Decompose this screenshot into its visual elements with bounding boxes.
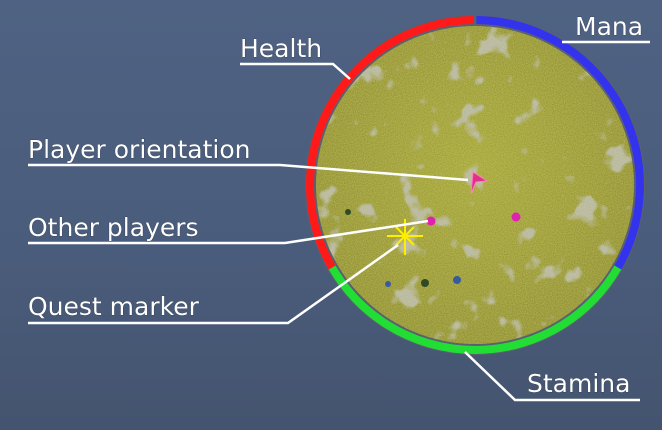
other-players-label: Other players xyxy=(28,213,199,242)
stamina-label: Stamina xyxy=(527,369,630,398)
stamina-ring xyxy=(328,265,622,354)
health-ring xyxy=(306,16,474,270)
callout-lines xyxy=(28,40,650,402)
mana-label: Mana xyxy=(575,12,643,41)
tree-icon xyxy=(421,279,429,287)
quest-marker-label: Quest marker xyxy=(28,292,200,321)
health-label: Health xyxy=(240,34,322,63)
other-player-dot-icon xyxy=(511,212,521,222)
tree-icon xyxy=(345,209,351,215)
other-player-dot-icon xyxy=(426,216,436,226)
player-arrow-icon xyxy=(470,171,489,195)
water-icon xyxy=(453,276,461,284)
player-orientation-label: Player orientation xyxy=(28,135,251,164)
mana-ring xyxy=(476,16,644,270)
water-icon xyxy=(385,281,391,287)
